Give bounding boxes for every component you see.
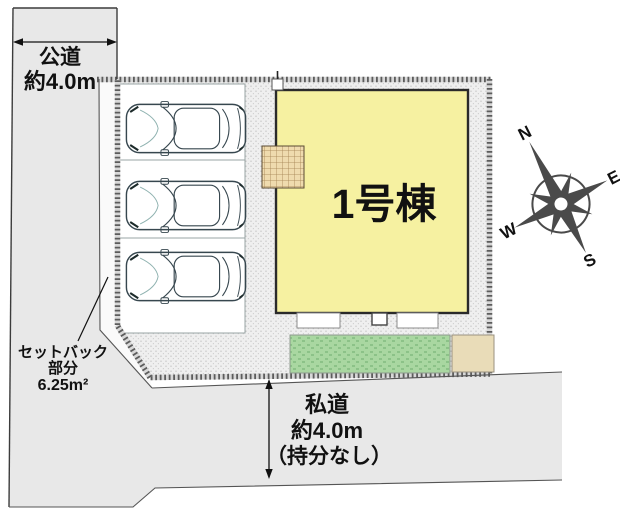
entrance-porch (371, 312, 388, 326)
private-road-top-edge (151, 371, 563, 389)
compass-rose: N E S W (497, 122, 620, 272)
building-label: 1号棟 (332, 181, 438, 227)
private-road-measure (265, 379, 273, 479)
private-road-label: 私道 (305, 392, 349, 417)
public-road-measure (13, 38, 117, 46)
north-arrow (529, 141, 564, 204)
setback-area: 6.25m² (38, 377, 89, 394)
road-area (9, 8, 562, 507)
private-road-width: 約4.0m (291, 418, 363, 443)
setback-leader-line (77, 276, 109, 342)
parking-stall (118, 83, 246, 334)
private-road-note: （持分なし） (266, 444, 392, 468)
public-road-label: 公道 (39, 45, 81, 69)
compass-hub-center (554, 197, 568, 211)
building-1 (274, 88, 470, 315)
west-arrow (514, 201, 561, 228)
setback-strip (99, 79, 152, 388)
south-arrow (558, 204, 586, 254)
entrance-steps (296, 312, 439, 329)
parking-stalls (118, 83, 246, 334)
terrace-area (451, 334, 495, 373)
boundary-marker (271, 71, 284, 91)
public-road-left-edge (8, 7, 14, 508)
road-edges (8, 7, 563, 508)
step (396, 312, 439, 329)
porch-grid (261, 145, 305, 189)
setback-label-1: セットバック (18, 344, 108, 361)
setback-label-2: 部分 (48, 359, 78, 377)
compass-main-points (514, 141, 608, 254)
step (296, 312, 341, 329)
road-bottom-edge (9, 479, 563, 508)
public-road-width: 約4.0m (24, 69, 96, 94)
lawn-area (289, 334, 451, 374)
plot-boundary (97, 76, 493, 381)
road-inner-edge (98, 78, 153, 389)
east-arrow (561, 180, 608, 207)
